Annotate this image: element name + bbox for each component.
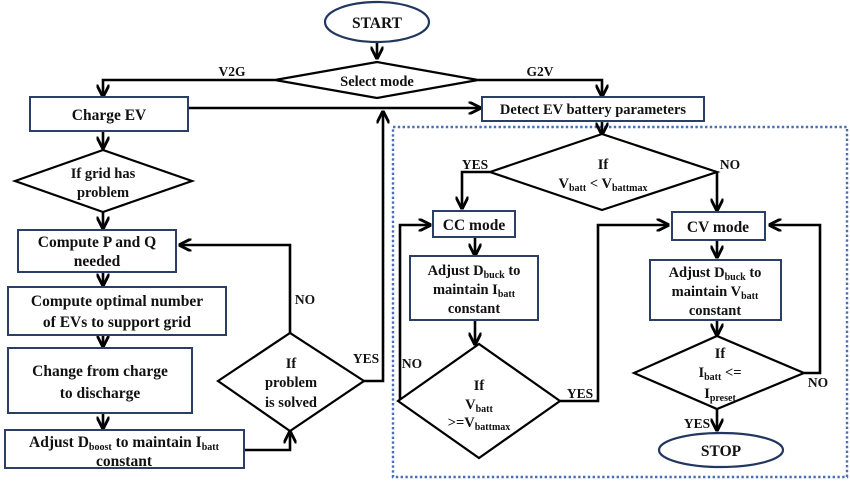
node-vbatt-ge: If Vbatt >=Vbattmax xyxy=(396,342,562,460)
label-ibatt-no: NO xyxy=(808,375,828,390)
vbatt-ge-line3: >=Vbattmax xyxy=(448,415,511,433)
connectors xyxy=(103,36,822,452)
start-label: START xyxy=(352,15,403,32)
adjust-buck-v-line1: Adjust Dbuck to xyxy=(669,265,762,283)
label-ibatt-yes: YES xyxy=(684,416,710,431)
cc-mode-label: CC mode xyxy=(443,217,506,234)
vbatt-ge-line1: If xyxy=(474,378,485,394)
label-solved-yes: YES xyxy=(353,351,379,366)
compute-pq-line1: Compute P and Q xyxy=(38,234,156,251)
node-vbatt-check: If Vbatt < Vbattmax xyxy=(486,132,721,212)
change-line2: to discharge xyxy=(60,385,141,402)
node-grid-problem: If grid has problem xyxy=(11,148,196,214)
adjust-buck-v-line3: constant xyxy=(689,303,742,319)
edge-select-g2v xyxy=(478,78,602,96)
edge-select-v2g xyxy=(103,78,275,96)
label-vbatt-yes: YES xyxy=(462,157,488,172)
solved-line1: If xyxy=(286,356,297,372)
node-charge-ev: Charge EV xyxy=(29,96,189,132)
solved-line3: is solved xyxy=(265,395,317,411)
node-cv-mode: CV mode xyxy=(671,211,766,241)
adjust-buck-v-line2: maintain Vbatt xyxy=(672,284,759,302)
node-start: START xyxy=(323,0,431,44)
node-detect: Detect EV battery parameters xyxy=(481,96,705,122)
node-adjust-buck-v: Adjust Dbuck to maintain Vbatt constant xyxy=(649,259,782,321)
ibatt-check-line1: If xyxy=(715,346,726,362)
ibatt-check-line2: Ibatt <= xyxy=(698,365,741,383)
node-problem-solved: If problem is solved xyxy=(216,331,366,433)
change-line1: Change from charge xyxy=(32,363,168,380)
node-adjust-buck-i: Adjust Dbuck to maintain Ibatt constant xyxy=(409,255,539,321)
node-compute-pq: Compute P and Q needed xyxy=(17,229,177,273)
stop-label: STOP xyxy=(701,443,742,460)
node-compute-optimal: Compute optimal number of EVs to support… xyxy=(7,286,227,336)
ibatt-check-line3: Ipreset xyxy=(704,386,736,404)
vbatt-check-line2: Vbatt < Vbattmax xyxy=(558,176,647,194)
edge-ge-no xyxy=(398,225,430,401)
label-solved-no: NO xyxy=(295,292,315,307)
grid-problem-line1: If grid has xyxy=(71,166,136,182)
g2v-group-border xyxy=(391,125,849,479)
adjust-buck-i-line2: maintain Ibatt xyxy=(433,282,516,300)
label-vbatt-no: NO xyxy=(720,157,740,172)
edge-solved-no xyxy=(180,245,292,333)
edge-ge-yes xyxy=(560,225,668,403)
adjust-buck-i-line1: Adjust Dbuck to xyxy=(428,263,521,281)
solved-line2: problem xyxy=(265,375,317,391)
node-cc-mode: CC mode xyxy=(432,210,516,238)
label-v2g: V2G xyxy=(219,64,246,79)
edge-ibatt-no xyxy=(770,225,822,375)
edge-vbatt-yes xyxy=(462,170,490,208)
grid-problem-line2: problem xyxy=(77,185,129,201)
adjust-boost-line1: Adjust Dboost to maintain Ibatt xyxy=(29,434,220,453)
charge-ev-label: Charge EV xyxy=(72,107,147,124)
vbatt-check-line1: If xyxy=(598,157,609,173)
edge-boost-solved xyxy=(244,432,290,452)
node-stop: STOP xyxy=(657,431,785,469)
node-ibatt-check: If Ibatt <= Ipreset xyxy=(631,334,807,411)
vbatt-ge-line2: Vbatt xyxy=(465,397,493,415)
adjust-boost-line2: constant xyxy=(96,453,153,470)
label-ge-no: NO xyxy=(402,356,422,371)
node-adjust-boost: Adjust Dboost to maintain Ibatt constant xyxy=(4,429,245,470)
node-change-discharge: Change from charge to discharge xyxy=(7,347,193,414)
edge-solved-yes xyxy=(364,112,383,383)
select-mode-label: Select mode xyxy=(340,74,414,90)
adjust-buck-i-line3: constant xyxy=(448,301,501,317)
compute-pq-line2: needed xyxy=(74,253,121,270)
label-g2v: G2V xyxy=(527,64,554,79)
detect-label: Detect EV battery parameters xyxy=(500,102,686,118)
compute-opt-line1: Compute optimal number xyxy=(31,293,203,310)
label-ge-yes: YES xyxy=(567,386,593,401)
node-select-mode: Select mode xyxy=(274,60,479,100)
compute-opt-line2: of EVs to support grid xyxy=(43,314,192,331)
cv-mode-label: CV mode xyxy=(687,219,749,236)
